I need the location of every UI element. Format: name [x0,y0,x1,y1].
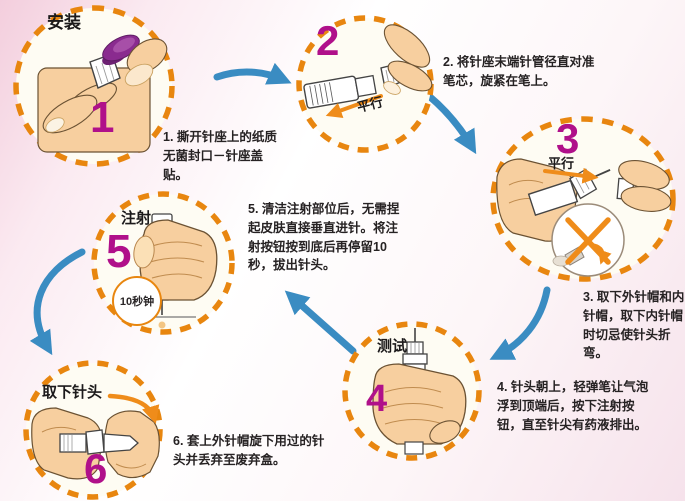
step-2-number: 2 [316,17,340,64]
flow-arrow-step1-step2 [213,62,292,85]
pen-injecting-illustration [128,213,218,329]
step-3-illustration [490,116,676,282]
step-4-circle [341,320,483,462]
step-5-number: 5 [106,225,132,277]
step-6-description: 6. 套上外针帽旋下用过的针头并丢弃至废弃盒。 [173,434,325,467]
ten-seconds-badge: 10秒钟 [112,276,162,326]
step-1-illustration [13,5,175,167]
flow-arrow-step2-step3 [425,92,477,155]
peel-seal-illustration [37,34,168,153]
step-1-circle [12,4,176,168]
step-6-number: 6 [84,445,108,492]
step-2-description: 2. 将针座末端针管径直对准笔芯，旋紧在笔上。 [443,55,595,88]
step-2-illustration [296,15,434,153]
step-3-number: 3 [556,115,580,162]
parallel-arrow-icon [325,94,383,119]
step-1-label: 安装 [47,13,81,32]
step-3-circle: 平行 [489,115,677,283]
step-4-label: 测试 [377,338,408,355]
rotate-cap-arrow-icon [107,393,160,425]
needle-hub-illustration [380,24,433,95]
pen-body-illustration [303,74,377,109]
step-3-description: 3. 取下外针帽和内针帽，取下内针帽时切忌使针头折弯。 [583,290,685,361]
step-4-number: 4 [366,378,388,420]
step-6-label: 取下针头 [42,384,103,401]
flow-arrow-step4-step5 [284,290,357,355]
prohibited-x-icon [565,217,611,265]
recap-needle-illustration [31,393,160,480]
step-5-label: 注射 [121,210,152,227]
step-6-illustration [23,360,163,500]
step-3-parallel-annotation: 平行 [548,156,575,171]
step-2-circle: 平行 [295,14,435,154]
step-4-description: 4. 针头朝上，轻弹笔让气泡浮到顶端后，按下注射按钮，直至针尖有药液排出。 [497,380,649,432]
pen-upright-illustration [372,328,467,455]
step-1-description: 1. 撕开针座上的纸质无菌封口－针座盖贴。 [163,130,277,182]
parallel-arrow-icon [543,167,599,184]
step-5-description: 5. 清洁注射部位后，无需捏起皮肤直接垂直进针。将注射按钮按到底后再停留10秒，… [248,202,400,273]
flow-arrow-step3-step4 [489,286,551,360]
flow-arrow-step5-step6 [29,248,86,356]
ten-seconds-badge-label: 10秒钟 [119,296,155,308]
do-not-bend-warning [551,203,625,277]
step-1-number: 1 [90,93,115,142]
step-4-illustration [342,321,482,461]
step-6-circle [22,360,164,501]
step-5-circle: 10秒钟 [90,190,236,336]
step-5-illustration [91,191,235,335]
